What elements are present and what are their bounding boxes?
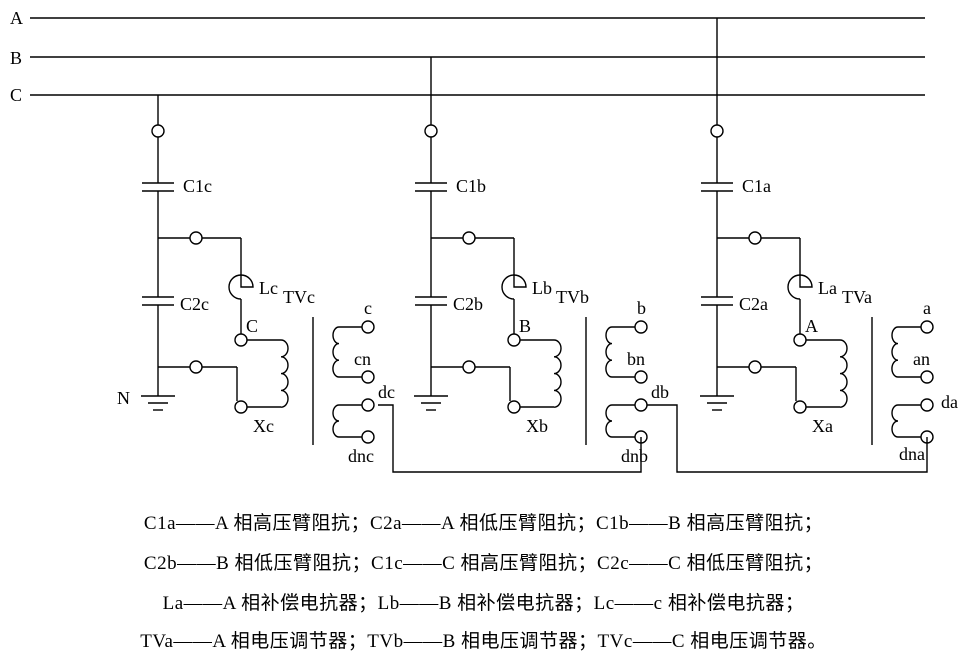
legend-line-2: C2b——B 相低压臂阻抗；C1c——C 相高压臂阻抗；C2c——C 相低压臂阻…: [143, 553, 824, 574]
bus-label-b: B: [10, 48, 22, 68]
primary-bottom-terminal-b: [507, 400, 521, 414]
sec2-bottom-label-c: dnc: [348, 446, 374, 466]
c2-label-c: C2c: [180, 294, 209, 314]
legend-line-1: C1a——A 相高压臂阻抗；C2a——A 相低压臂阻抗；C1b——B 相高压臂阻…: [143, 513, 824, 534]
sec2-bottom-label-b: dnb: [621, 446, 648, 466]
primary-top-label-a: A: [805, 316, 818, 336]
primary-top-label-c: C: [246, 316, 258, 336]
primary-bottom-label-b: Xb: [526, 416, 548, 436]
mv-terminal-b: [462, 231, 476, 245]
sec1-top-terminal-a: [920, 320, 934, 334]
sec1-bottom-label-a: an: [913, 349, 930, 369]
lv-terminal-b: [462, 360, 476, 374]
bus-label-c: C: [10, 85, 22, 105]
sec1-top-terminal-c: [361, 320, 375, 334]
reactor-icon: [228, 274, 242, 300]
primary-bottom-terminal-c: [234, 400, 248, 414]
c2-label-a: C2a: [739, 294, 768, 314]
sec2-top-terminal-b: [634, 398, 648, 412]
primary-top-label-b: B: [519, 316, 531, 336]
sec1-bottom-label-b: bn: [627, 349, 645, 369]
reactor-label-c: Lc: [259, 278, 278, 298]
regulator-label-b: TVb: [556, 287, 589, 307]
reactor-icon: [799, 274, 813, 288]
sec1-bottom-terminal-c: [361, 370, 375, 384]
c1-label-a: C1a: [742, 176, 771, 196]
secondary-winding-icon: [891, 326, 899, 378]
lv-terminal-c: [189, 360, 203, 374]
ground-label-n: N: [117, 388, 130, 408]
regulator-label-a: TVa: [842, 287, 872, 307]
open-delta-wiring: [378, 404, 928, 473]
sec1-bottom-label-c: cn: [354, 349, 371, 369]
c1-label-b: C1b: [456, 176, 486, 196]
residual-winding-icon: [605, 404, 613, 438]
sec1-top-label-a: a: [923, 298, 931, 318]
sec1-top-terminal-b: [634, 320, 648, 334]
primary-winding-icon: [839, 339, 848, 408]
bus-bars: A B C: [10, 8, 925, 105]
c1-label-c: C1c: [183, 176, 212, 196]
hv-terminal-a: [710, 124, 724, 138]
mv-terminal-c: [189, 231, 203, 245]
sec2-bottom-label-a: dna: [899, 444, 925, 464]
wire-dc-to-dnb: [378, 404, 642, 473]
primary-bottom-terminal-a: [793, 400, 807, 414]
mv-terminal-a: [748, 231, 762, 245]
c2-label-b: C2b: [453, 294, 483, 314]
sec2-top-terminal-c: [361, 398, 375, 412]
legend-line-4: TVa——A 相电压调节器；TVb——B 相电压调节器；TVc——C 相电压调节…: [140, 631, 827, 652]
sec1-top-label-c: c: [364, 298, 372, 318]
bus-label-a: A: [10, 8, 23, 28]
primary-winding-icon: [553, 339, 562, 408]
hv-terminal-b: [424, 124, 438, 138]
secondary-winding-icon: [332, 326, 340, 378]
reactor-icon: [513, 274, 527, 288]
sec2-top-terminal-a: [920, 398, 934, 412]
primary-bottom-label-c: Xc: [253, 416, 274, 436]
hv-terminal-c: [151, 124, 165, 138]
sec1-top-label-b: b: [637, 298, 646, 318]
sec2-top-label-c: dc: [378, 382, 395, 402]
sec1-bottom-terminal-b: [634, 370, 648, 384]
residual-winding-icon: [332, 404, 340, 438]
reactor-label-a: La: [818, 278, 837, 298]
reactor-icon: [787, 274, 801, 300]
primary-bottom-label-a: Xa: [812, 416, 833, 436]
sec2-top-label-a: da: [941, 392, 958, 412]
reactor-icon: [501, 274, 515, 300]
lv-terminal-a: [748, 360, 762, 374]
reactor-icon: [240, 274, 254, 288]
sec2-bottom-terminal-c: [361, 430, 375, 444]
sec2-top-label-b: db: [651, 382, 669, 402]
wire-db-to-dna: [647, 404, 928, 473]
sec1-bottom-terminal-a: [920, 370, 934, 384]
regulator-label-c: TVc: [283, 287, 315, 307]
legend-line-3: La——A 相补偿电抗器；Lb——B 相补偿电抗器；Lc——c 相补偿电抗器；: [162, 593, 805, 614]
residual-winding-icon: [891, 404, 899, 438]
primary-winding-icon: [280, 339, 289, 408]
secondary-winding-icon: [605, 326, 613, 378]
reactor-label-b: Lb: [532, 278, 552, 298]
